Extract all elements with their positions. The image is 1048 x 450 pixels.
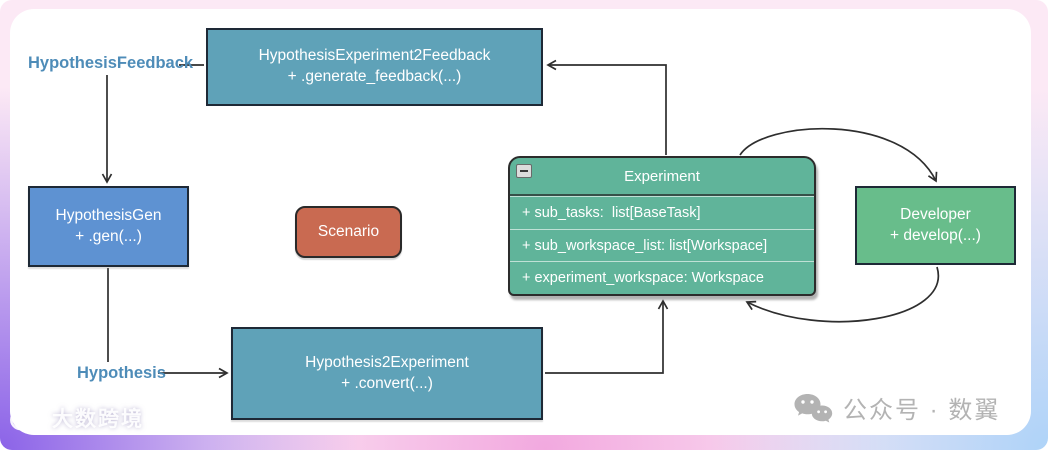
node-title: Scenario: [317, 222, 380, 240]
node-title: Developer: [900, 205, 971, 223]
node-experiment: Experiment + sub_tasks: list[BaseTask] +…: [508, 156, 816, 296]
node-developer: Developer + develop(...): [855, 186, 1016, 265]
experiment-field-sub-workspace-list: + sub_workspace_list: list[Workspace]: [510, 228, 814, 262]
node-scenario: Scenario: [295, 206, 402, 258]
watermark-text: 大数跨境: [52, 408, 144, 431]
watermark-bottom-right: 公众号 · 数翼: [793, 390, 1000, 425]
node-method: + .generate_feedback(...): [287, 68, 462, 85]
node-title: Hypothesis2Experiment: [305, 353, 469, 371]
node-hypothesis2experiment: Hypothesis2Experiment + .convert(...): [231, 327, 543, 420]
experiment-header: Experiment: [510, 158, 814, 196]
collapse-icon[interactable]: [516, 164, 532, 178]
dashukuajing-logo-icon: [10, 405, 45, 431]
experiment-field-sub-tasks: + sub_tasks: list[BaseTask]: [510, 196, 814, 229]
node-title: HypothesisGen: [55, 206, 162, 224]
experiment-field-experiment-workspace: + experiment_workspace: Workspace: [510, 261, 814, 294]
node-method: + .gen(...): [75, 227, 142, 245]
node-title: HypothesisExperiment2Feedback: [258, 47, 491, 65]
node-method: + .convert(...): [341, 374, 433, 392]
wechat-icon: [794, 393, 833, 422]
watermark-text: 公众号 · 数翼: [843, 397, 1001, 424]
edge-label-hypothesisfeedback: HypothesisFeedback: [28, 54, 194, 72]
node-method: + develop(...): [890, 226, 981, 244]
node-hypothesis-experiment2feedback: HypothesisExperiment2Feedback + .generat…: [206, 28, 543, 106]
node-title: Experiment: [624, 167, 700, 185]
edge-label-hypothesis: Hypothesis: [77, 364, 166, 382]
watermark-bottom-left: 大数跨境: [8, 403, 144, 433]
node-hypothesis-gen: HypothesisGen + .gen(...): [28, 186, 189, 267]
